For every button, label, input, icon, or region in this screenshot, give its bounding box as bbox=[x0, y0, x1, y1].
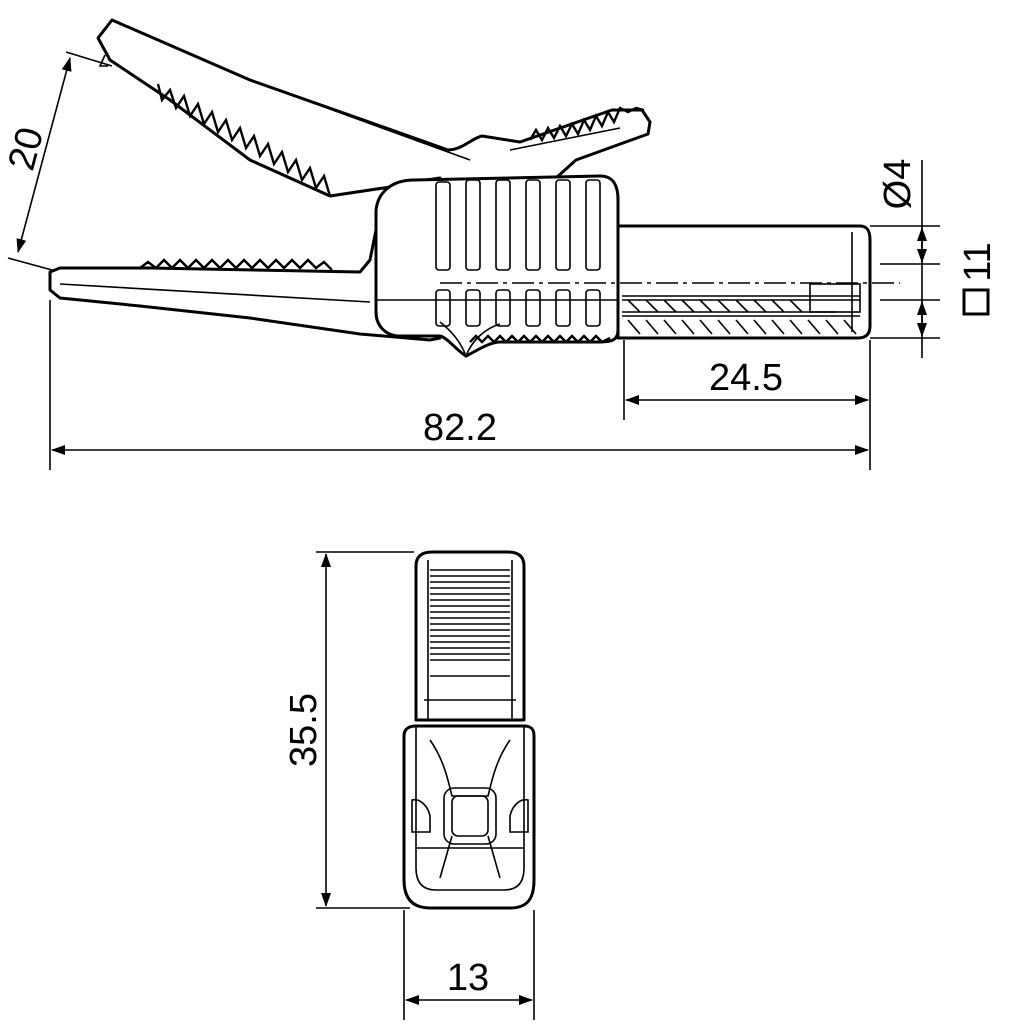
square-symbol-icon bbox=[962, 288, 990, 316]
pin-diameter-label: Ø4 bbox=[877, 159, 919, 210]
front-width-label: 13 bbox=[447, 957, 489, 999]
grip-ribs bbox=[435, 179, 601, 327]
side-view: 82.2 24.5 20 Ø4 11 bbox=[1, 18, 999, 470]
body-square-label: 11 bbox=[957, 242, 999, 281]
dimension-lines bbox=[16, 57, 927, 455]
overall-length-label: 82.2 bbox=[423, 407, 497, 449]
extension-lines bbox=[7, 51, 940, 470]
front-height-label: 35.5 bbox=[283, 693, 325, 767]
body-square-dimension: 11 bbox=[957, 242, 999, 316]
jaw-opening-label: 20 bbox=[1, 123, 53, 175]
front-view: 35.5 13 bbox=[283, 550, 536, 1020]
plug-socket bbox=[616, 224, 872, 340]
plug-length-label: 24.5 bbox=[709, 357, 783, 399]
grip-body bbox=[374, 174, 620, 359]
front-ribs bbox=[430, 569, 510, 661]
upper-jaw bbox=[96, 18, 652, 202]
